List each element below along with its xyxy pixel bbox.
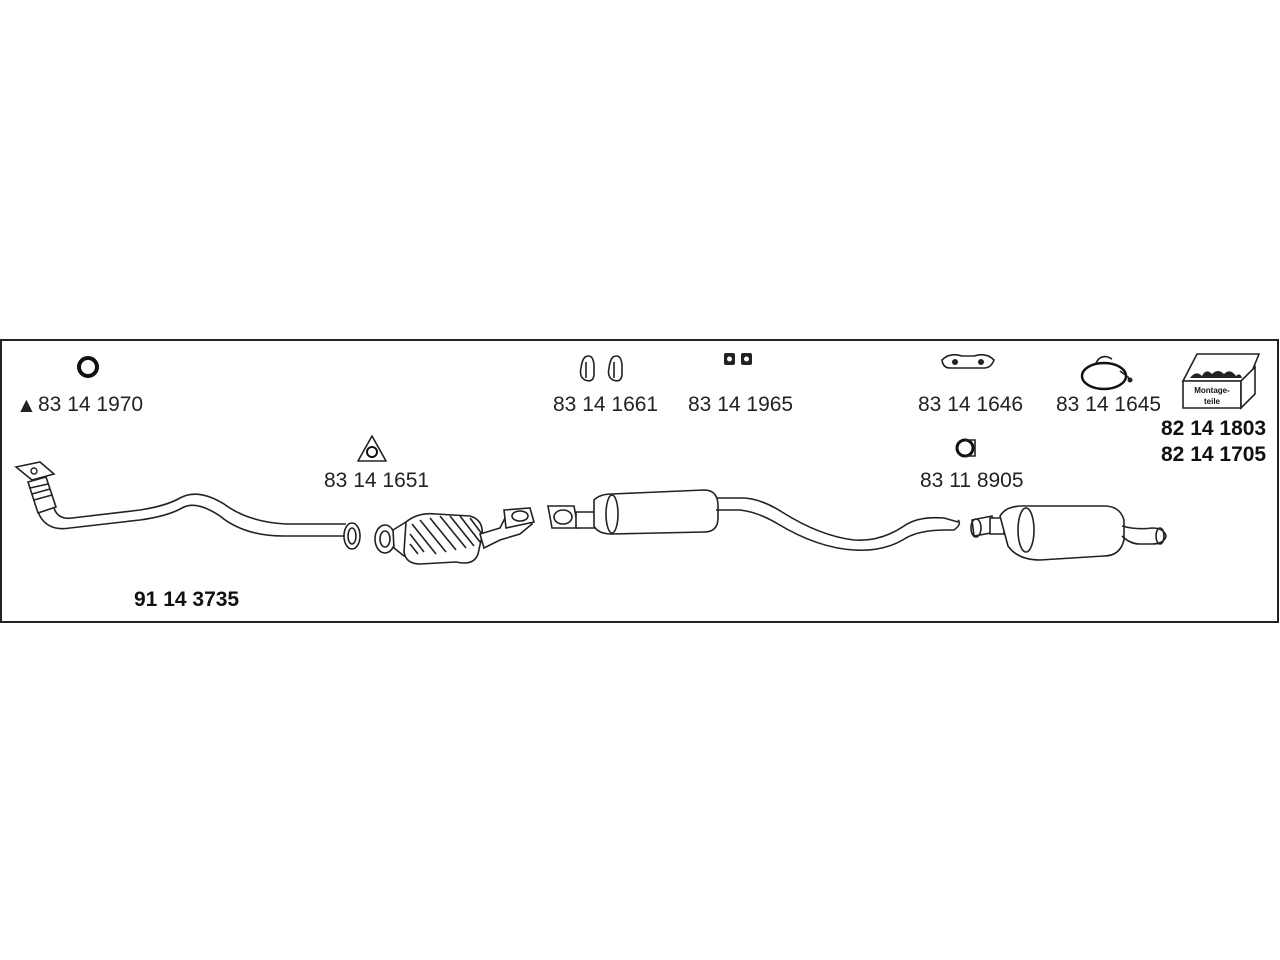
part-number-8314-1645: 83 14 1645 [1056, 393, 1161, 416]
part-number-8214-1803: 82 14 1803 [1161, 417, 1266, 440]
part-number-8314-1970: 83 14 1970 [38, 393, 143, 416]
marker-triangle: ▲ [16, 394, 37, 417]
part-number-8314-1965: 83 14 1965 [688, 393, 793, 416]
front-exhaust-pipe [14, 461, 361, 550]
mounting-kit-box-label-line1: Montage- [1194, 386, 1230, 395]
diagram-frame [0, 339, 1279, 623]
ring-hanger-icon [1080, 355, 1133, 391]
part-number-9114-3735: 91 14 3735 [134, 588, 239, 611]
mounting-kit-box-label-line2: teile [1204, 397, 1221, 406]
catalytic-converter [374, 507, 536, 565]
rubber-hanger-strap-icon [941, 353, 995, 369]
middle-silencer-pipe [547, 489, 961, 552]
part-number-8214-1705: 82 14 1705 [1161, 443, 1266, 466]
pipe-clamp-pair-icon [579, 355, 623, 382]
part-number-8314-1646: 83 14 1646 [918, 393, 1023, 416]
sealing-ring-icon [77, 356, 99, 378]
mounting-kit-box-icon: Montage- teile [1181, 353, 1261, 410]
part-number-8311-8905: 83 11 8905 [920, 469, 1024, 492]
u-bolt-clamp-icon [955, 438, 976, 458]
part-number-8314-1651: 83 14 1651 [324, 469, 429, 492]
rear-silencer [970, 505, 1167, 561]
part-number-8314-1661: 83 14 1661 [553, 393, 658, 416]
flange-gasket-icon [357, 435, 387, 462]
rubber-mount-pair-icon [724, 353, 752, 365]
